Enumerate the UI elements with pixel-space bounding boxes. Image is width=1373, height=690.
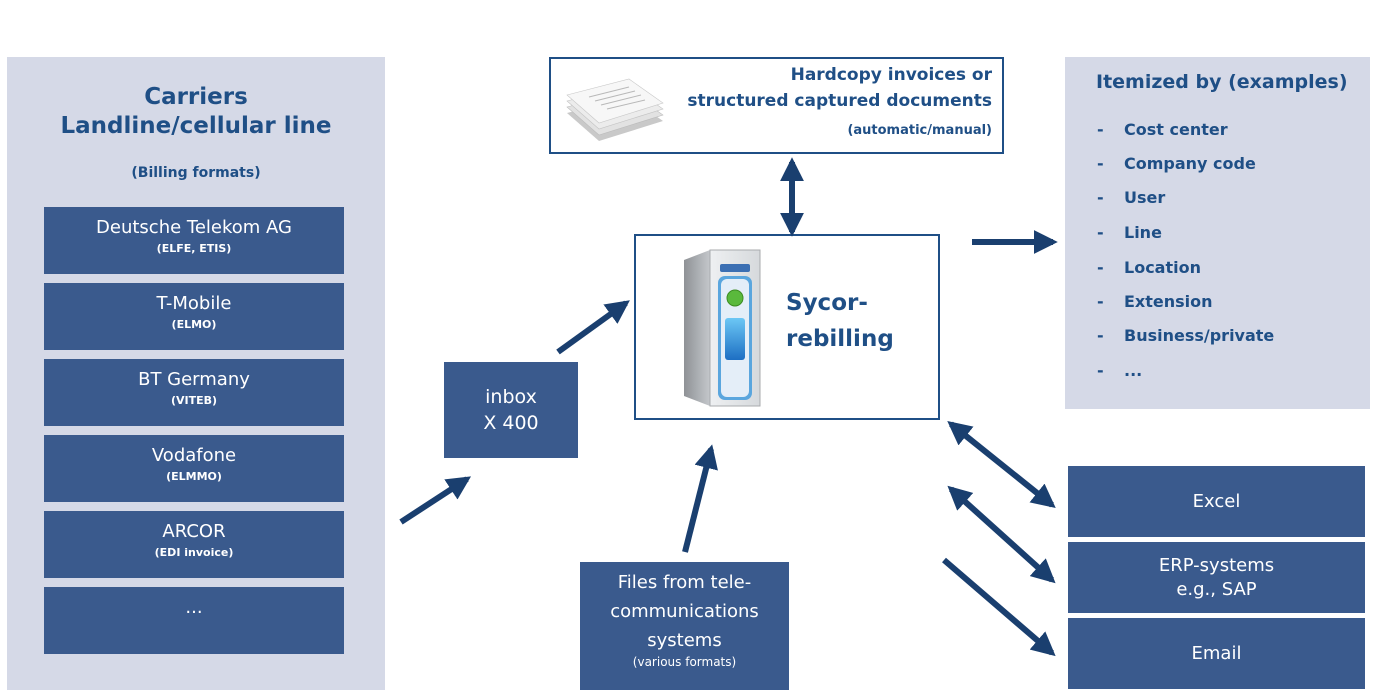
itemized-title: Itemized by (examples) — [1096, 71, 1348, 93]
carrier-format: (ELMO) — [171, 318, 217, 331]
hardcopy-box: Hardcopy invoices or structured captured… — [549, 57, 1004, 154]
carriers-subtitle: (Billing formats) — [131, 165, 261, 181]
arrow-sycor-excel — [947, 420, 1056, 509]
email-label: Email — [1191, 642, 1242, 664]
carrier-more: ... — [44, 587, 344, 654]
carriers-title-line2: Landline/cellular line — [60, 113, 332, 139]
carriers-panel: Carriers Landline/cellular line (Billing… — [7, 57, 385, 690]
itemized-panel: Itemized by (examples) -Cost center -Com… — [1065, 57, 1370, 409]
document-stack-icon — [566, 78, 664, 141]
carrier-name: Deutsche Telekom AG — [96, 217, 292, 238]
arrow-carriers-to-inbox — [399, 476, 472, 525]
carrier-name: BT Germany — [138, 369, 250, 390]
email-box: Email — [1068, 618, 1365, 689]
itemized-item: -... — [1097, 361, 1143, 380]
erp-label-line2: e.g., SAP — [1176, 578, 1257, 600]
sycor-label-line2: rebilling — [786, 326, 894, 352]
arrow-inbox-to-sycor — [556, 300, 630, 355]
carrier-format: (EDI invoice) — [154, 546, 234, 559]
carrier-deutsche-telekom: Deutsche Telekom AG (ELFE, ETIS) — [44, 207, 344, 274]
carrier-t-mobile: T-Mobile (ELMO) — [44, 283, 344, 350]
carrier-format: (ELMMO) — [166, 470, 222, 483]
hardcopy-line1: Hardcopy invoices or — [790, 65, 992, 85]
carriers-title-line1: Carriers — [144, 84, 248, 110]
files-line3: systems — [647, 630, 722, 651]
arrow-sycor-erp — [947, 485, 1056, 584]
hardcopy-line2: structured captured documents — [687, 91, 992, 111]
files-box: Files from tele- communications systems … — [580, 562, 789, 690]
hardcopy-line3: (automatic/manual) — [847, 123, 992, 138]
itemized-item: -Business/private — [1097, 326, 1275, 345]
inbox-label: inbox — [485, 386, 537, 408]
itemized-item: -User — [1097, 188, 1166, 207]
carrier-format: (VITEB) — [170, 394, 218, 407]
itemized-item: -Line — [1097, 223, 1162, 242]
carrier-bt-germany: BT Germany (VITEB) — [44, 359, 344, 426]
carrier-vodafone: Vodafone (ELMMO) — [44, 435, 344, 502]
itemized-item: -Extension — [1097, 292, 1213, 311]
arrow-to-email — [942, 557, 1056, 657]
files-line2: communications — [610, 601, 759, 622]
carrier-name: T-Mobile — [156, 293, 232, 314]
carrier-name: ... — [185, 597, 203, 618]
carrier-format: (ELFE, ETIS) — [156, 242, 232, 255]
inbox-box: inbox X 400 — [444, 362, 578, 458]
files-line1: Files from tele- — [617, 572, 752, 593]
sycor-label-line1: Sycor- — [786, 290, 868, 316]
carrier-arcor: ARCOR (EDI invoice) — [44, 511, 344, 578]
erp-label-line1: ERP-systems — [1158, 554, 1275, 576]
server-icon — [684, 249, 761, 407]
carrier-name: Vodafone — [151, 445, 237, 466]
itemized-item: -Cost center — [1097, 120, 1228, 139]
inbox-protocol: X 400 — [483, 412, 539, 434]
carrier-name: ARCOR — [162, 521, 226, 542]
erp-box: ERP-systems e.g., SAP — [1068, 542, 1365, 613]
excel-box: Excel — [1068, 466, 1365, 537]
files-line4: (various formats) — [632, 655, 737, 669]
arrow-files-to-sycor — [682, 444, 718, 553]
sycor-rebilling-box: Sycor- rebilling — [634, 234, 940, 420]
excel-label: Excel — [1192, 490, 1241, 512]
itemized-item: -Location — [1097, 258, 1201, 277]
itemized-item: -Company code — [1097, 154, 1256, 173]
